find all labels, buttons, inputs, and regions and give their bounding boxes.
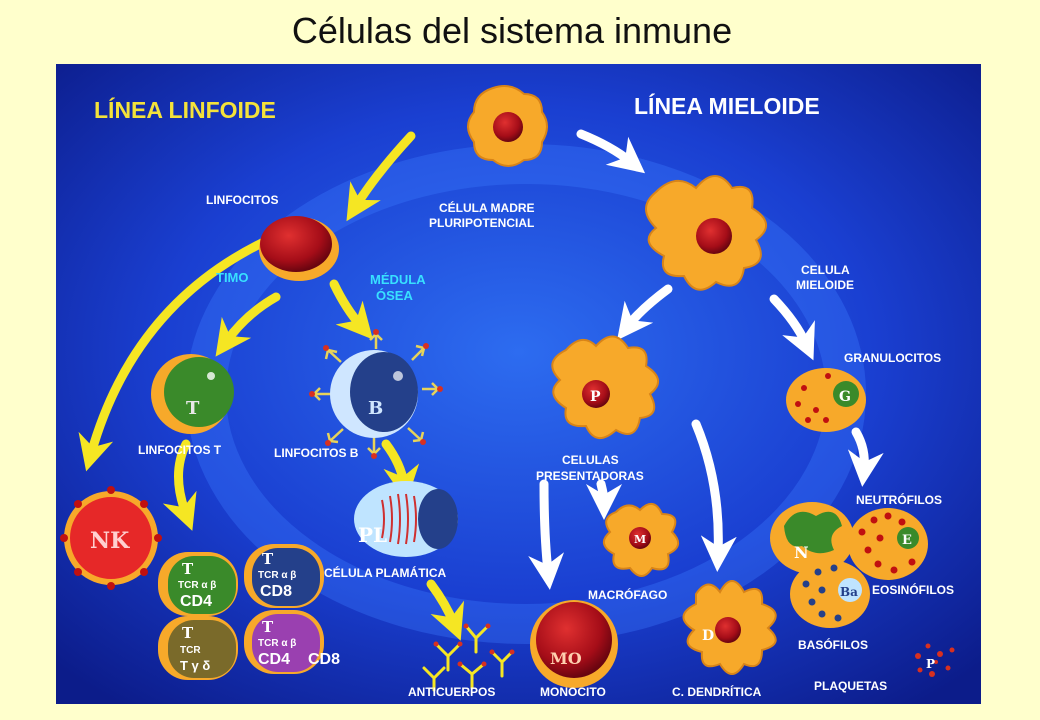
svg-text:T: T: [262, 618, 274, 636]
svg-text:M: M: [634, 533, 646, 546]
svg-text:P: P: [590, 389, 601, 405]
svg-text:TCR α β: TCR α β: [258, 638, 296, 649]
label-apc-2: PRESENTADORAS: [536, 469, 644, 483]
svg-text:N: N: [794, 543, 809, 562]
svg-text:T γ δ: T γ δ: [180, 658, 210, 673]
svg-text:PL: PL: [358, 523, 387, 547]
stem-cell: [467, 85, 548, 167]
svg-text:MO: MO: [550, 649, 582, 668]
label-bone-marrow-1: MÉDULA: [370, 272, 426, 287]
svg-text:NK: NK: [90, 528, 130, 554]
antigen-presenting-cell: P: [551, 335, 659, 439]
heading-lymphoid: LÍNEA LINFOIDE: [94, 96, 276, 123]
arrow-stem-to-myeloid: [576, 129, 646, 174]
arrow-myeloid-to-granulocytes: [769, 294, 815, 361]
immune-cells-diagram: LÍNEA LINFOIDE LÍNEA MIELOIDE CÉLULA MAD…: [56, 64, 981, 704]
label-b-lymphocytes: LINFOCITOS B: [274, 446, 359, 460]
arrow-granulocytes-to-neutrophils: [847, 427, 884, 487]
t-lymphocyte-cell: T: [151, 354, 234, 434]
t-cell-cd4: T TCR α β CD4: [158, 552, 238, 616]
svg-text:E: E: [902, 533, 912, 548]
arrow-plasma-to-antibodies: [426, 579, 465, 641]
label-myeloid-cell-1: CELULA: [801, 263, 850, 277]
label-t-lymphocytes: LINFOCITOS T: [138, 443, 222, 457]
svg-text:TCR: TCR: [180, 645, 201, 656]
basophil-cell: Ba: [790, 560, 870, 628]
label-basophils: BASÓFILOS: [798, 637, 868, 652]
svg-text:B: B: [368, 398, 383, 419]
svg-text:T: T: [186, 398, 200, 419]
svg-text:TCR α β: TCR α β: [178, 580, 216, 591]
label-granulocytes: GRANULOCITOS: [844, 351, 941, 365]
label-neutrophils: NEUTRÓFILOS: [856, 492, 942, 507]
arrow-lymphocytes-to-nk: [78, 227, 291, 472]
platelets: P: [915, 643, 955, 677]
antibodies: [422, 623, 515, 692]
arrow-to-b-cells: [329, 279, 373, 340]
eosinophil-cell: E: [848, 508, 928, 580]
svg-text:T: T: [182, 624, 194, 642]
label-monocyte: MONOCITO: [540, 685, 606, 699]
label-stem-cell-1: CÉLULA MADRE: [439, 200, 535, 215]
label-apc-1: CELULAS: [562, 453, 619, 467]
label-bone-marrow-2: ÓSEA: [376, 288, 413, 303]
yellow-arrows: [78, 131, 465, 641]
plasma-cell: PL: [354, 481, 458, 557]
label-eosinophils: EOSINÓFILOS: [872, 582, 954, 597]
svg-text:D: D: [702, 628, 714, 644]
svg-text:CD8: CD8: [308, 651, 340, 668]
t-cell-nkt: T TCR α β CD4 CD8: [244, 610, 340, 674]
lymphocyte-cell: [259, 216, 339, 281]
svg-text:Ba: Ba: [840, 585, 858, 599]
slide-title: Células del sistema inmune: [291, 10, 733, 51]
t-cell-gamma-delta: T TCR T γ δ: [158, 616, 238, 680]
label-macrophage: MACRÓFAGO: [588, 587, 667, 602]
svg-text:T: T: [262, 550, 274, 568]
arrow-apc-to-macrophage: [585, 479, 622, 520]
label-platelets: PLAQUETAS: [814, 679, 887, 693]
monocyte-cell: MO: [530, 600, 618, 688]
svg-text:CD4: CD4: [180, 593, 212, 610]
myeloid-cell: [645, 175, 767, 291]
label-myeloid-cell-2: MIELOIDE: [796, 278, 854, 292]
label-lymphocytes: LINFOCITOS: [206, 193, 278, 207]
white-arrows: [528, 129, 884, 590]
label-thymus: TIMO: [216, 270, 249, 285]
svg-text:P: P: [926, 657, 935, 671]
heading-myeloid: LÍNEA MIELOIDE: [634, 92, 820, 119]
arrow-b-to-plasma: [381, 439, 420, 502]
neutrophil-cell: N: [770, 502, 854, 574]
svg-text:CD8: CD8: [260, 583, 292, 600]
svg-text:TCR α β: TCR α β: [258, 570, 296, 581]
granulocyte-cell: G: [786, 368, 866, 432]
label-dendritic: C. DENDRÍTICA: [672, 684, 762, 699]
macrophage-cell: M: [603, 503, 679, 577]
nk-cell: NK: [60, 486, 162, 590]
svg-text:G: G: [839, 389, 851, 405]
svg-text:CD4: CD4: [258, 651, 290, 668]
svg-text:T: T: [182, 560, 194, 578]
label-antibodies: ANTICUERPOS: [408, 685, 495, 699]
t-cell-cd8: T TCR α β CD8: [244, 544, 324, 608]
arrow-apc-to-dendritic: [691, 419, 737, 572]
label-stem-cell-2: PLURIPOTENCIAL: [429, 216, 534, 230]
arrow-apc-to-monocyte: [528, 479, 565, 590]
label-plasma-cell: CÉLULA PLAMÁTICA: [324, 565, 447, 580]
dendritic-cell: D: [682, 580, 777, 675]
arrow-to-t-cells: [215, 292, 281, 357]
b-lymphocyte-cell: B: [309, 329, 443, 459]
arrow-myeloid-to-apc: [617, 284, 673, 341]
arrow-t-to-subsets: [162, 439, 197, 531]
arrow-stem-to-lymphocytes: [346, 131, 416, 222]
